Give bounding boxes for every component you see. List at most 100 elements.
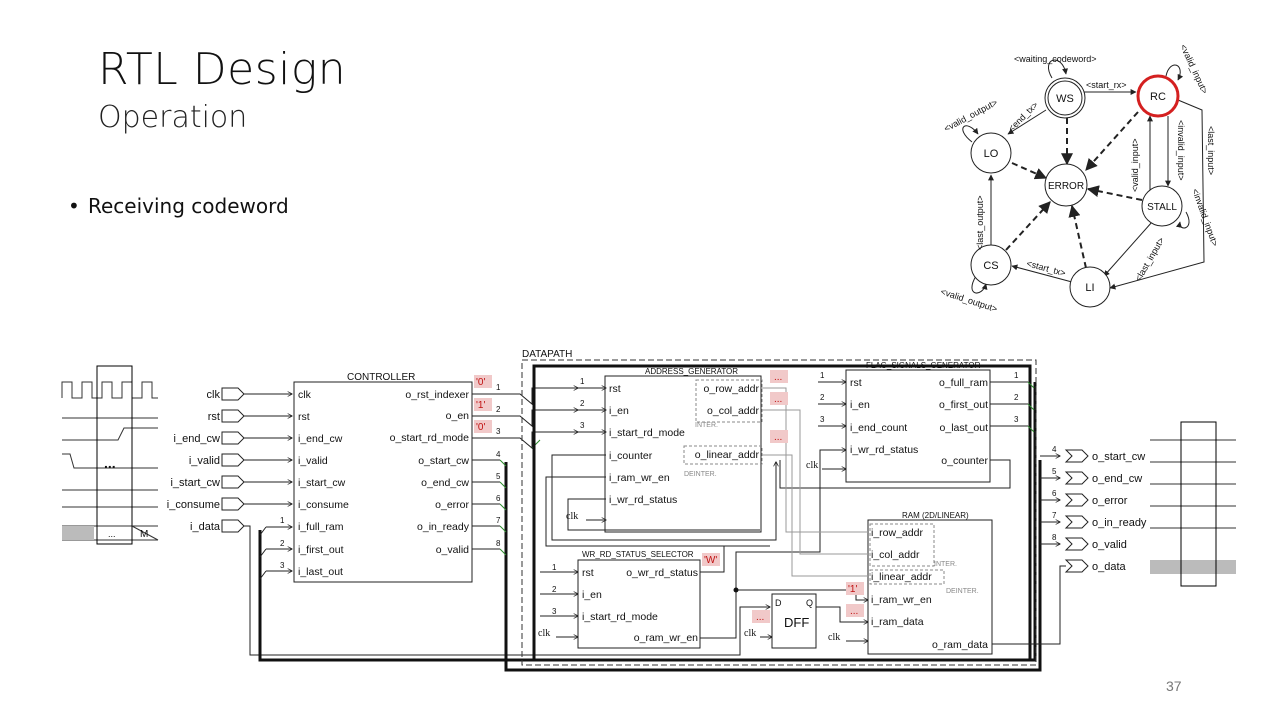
ram-port-row-addr: i_row_addr [871,527,923,539]
in-label-end-cw: i_end_cw [174,433,221,445]
wave-out-window-box [1180,421,1217,587]
ctrl-out-start-rd-mode: o_start_rd_mode [390,432,470,444]
fsg-out-num-2: 2 [1014,393,1019,402]
wrs-port-start-rd-mode: i_start_rd_mode [582,611,658,623]
output-bus [504,460,1042,672]
ag-port-linear-addr: o_linear_addr [695,449,760,461]
output-ports [1064,449,1089,573]
wrs-port-rst: rst [582,567,594,579]
out-label-in-ready: o_in_ready [1092,517,1147,529]
edge-lo-error [1011,162,1048,180]
port-o-end-cw [1064,471,1089,485]
ctrl-in-num-2: 2 [280,539,285,548]
ctrl-in-clk: clk [298,389,312,401]
wrs-port-en: i_en [582,589,602,601]
ctrl-badge-3: '0' [476,422,485,433]
out-num-4: 4 [1052,445,1057,454]
wrs-title: WR_RD_STATUS_SELECTOR [582,550,694,559]
port-consume [221,497,245,511]
ag-port-start-rd-mode: i_start_rd_mode [609,427,685,439]
badge-ram-wr-en: '1' [848,584,857,595]
ctrl-in-valid: i_valid [298,455,328,467]
wave-valid [62,453,158,469]
port-valid [221,453,245,467]
fsg-port-rst: rst [850,377,862,389]
flag-generator-title: FLAG_SIGNALS_GENERATOR [866,361,981,370]
out-num-5: 5 [1052,467,1057,476]
ctrl-badge-1: '0' [476,377,485,388]
badge-dff-in: ... [756,612,764,623]
bullet-text: Receiving codeword [88,194,289,218]
ctrl-out-start-cw: o_start_cw [418,455,469,467]
fsm-label-last-output: <last_output> [975,195,985,250]
dff-block [771,593,817,649]
port-o-data [1064,559,1089,573]
ag-port-rst: rst [609,383,621,395]
ctrl-in-full-ram: i_full_ram [298,521,344,533]
dff-label: DFF [784,615,809,630]
in-label-rst: rst [208,411,220,423]
wrs-num-1: 1 [552,563,557,572]
ag-port-en: i_en [609,405,629,417]
ag-port-counter: i_counter [609,450,653,462]
port-o-valid [1064,537,1089,551]
badge-ram-data: ... [850,606,858,617]
ctrl-out-num-3: 3 [496,427,501,436]
out-num-8: 8 [1052,533,1057,542]
wave-data-transition [131,525,159,541]
port-o-start-cw [1064,449,1089,463]
self-loop-cs [971,275,988,294]
fsg-port-first-out: o_first_out [939,399,988,411]
wave-dots: ... [104,455,116,471]
fsg-num-2: 2 [820,393,825,402]
ctrl-out-num-8: 8 [496,539,501,548]
fsg-port-end-count: i_end_count [850,422,907,434]
ctrl-in-num-1: 1 [280,516,285,525]
fsm-label-waiting: <waiting_codeword> [1014,54,1097,64]
wave-data-hatch [62,526,94,540]
ram-port-linear-addr: i_linear_addr [871,571,932,583]
controller-title: CONTROLLER [347,372,415,383]
ag-clk-label: clk [566,511,578,522]
fsm-label-valid-input-2: <valid_input> [1130,138,1140,192]
ag-inter-label: INTER. [695,422,718,429]
ctrl-out-num-5: 5 [496,472,501,481]
edge-stall-error [1086,185,1143,201]
in-label-data: i_data [190,521,221,533]
controller-value-badges: '0' '1' '0' [474,375,492,433]
fsm-label-valid-output-lo: <valid_output> [942,97,999,134]
ctrl-in-last-out: i_last_out [298,566,343,578]
datapath-inner-bus [532,364,1032,662]
ram-port-ram-data: i_ram_data [871,616,924,628]
wave-window-box [96,365,133,545]
ctrl-out-num-7: 7 [496,516,501,525]
slide-title: RTL Design [98,44,347,95]
ctrl-out-valid: o_valid [436,544,469,556]
state-li-label: LI [1085,282,1094,294]
datapath-value-badges: ... ... ... '1' ... ... [752,370,864,623]
ag-port-ram-wr-en: i_ram_wr_en [609,472,670,484]
badge-col-addr: ... [774,394,782,405]
ram-inter-label: INTER. [934,561,957,568]
ctrl-out-error: o_error [435,499,469,511]
address-generator-title: ADDRESS_GENERATOR [645,367,738,376]
wr-rd-status-selector-block [577,559,701,649]
dff-clk-label: clk [744,628,756,639]
ram-port-col-addr: i_col_addr [871,549,920,561]
wave-clk [61,381,158,399]
state-cs-label: CS [983,260,998,272]
out-label-valid: o_valid [1092,539,1127,551]
edge-stall-li [1103,221,1153,277]
out-num-7: 7 [1052,511,1057,520]
state-ws-label: WS [1056,93,1074,105]
ram-clk-label: clk [828,632,840,643]
wave-end-cw [62,427,158,441]
state-cs-circle [970,244,1012,286]
fsg-port-last-out: o_last_out [940,422,989,434]
ag-num-1: 1 [580,377,585,386]
fsg-out-num-3: 3 [1014,415,1019,424]
state-error-label: ERROR [1048,181,1084,192]
out-num-6: 6 [1052,489,1057,498]
edge-ws-lo [1007,109,1047,135]
